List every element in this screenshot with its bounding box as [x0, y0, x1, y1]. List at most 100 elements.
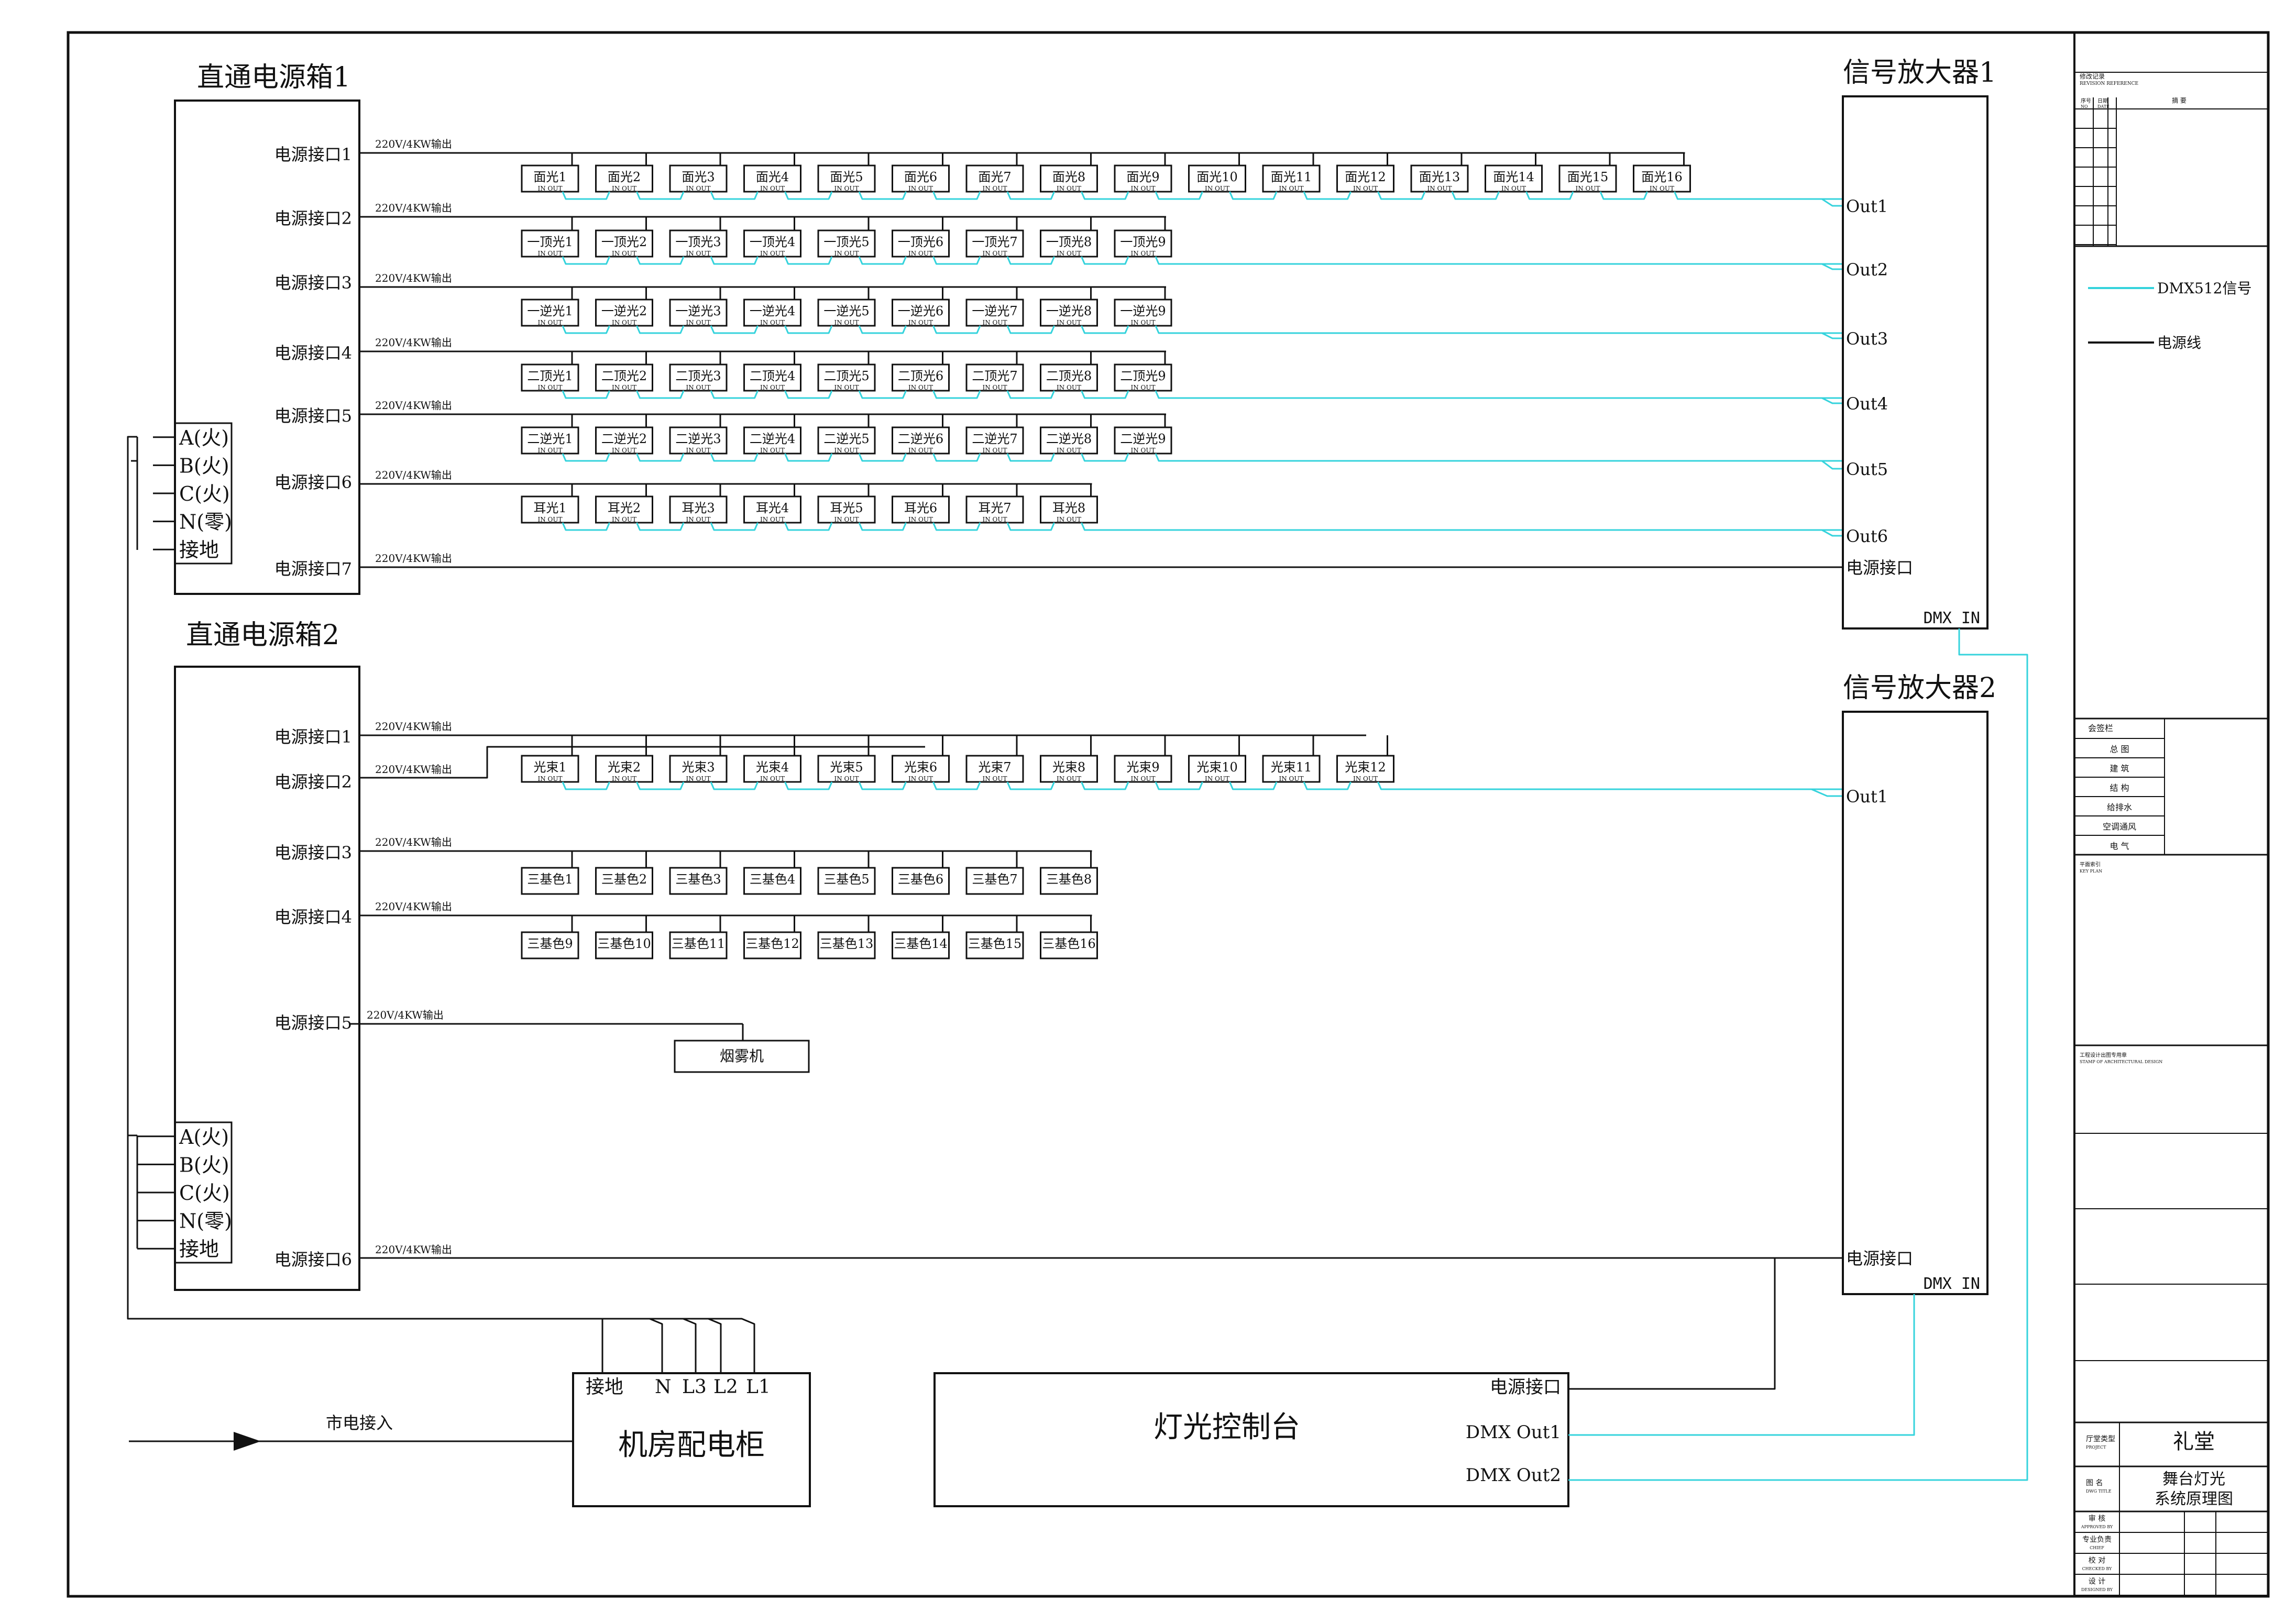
fixture-label: 一逆光7 [972, 304, 1017, 318]
discipline-2: 结 构 [2110, 783, 2129, 793]
dmx-chain [1155, 781, 1203, 790]
amp2-title: 信号放大器2 [1843, 672, 1996, 704]
role-label-en-1: CHIEF [2090, 1545, 2104, 1550]
fixture-box--9-8 [1114, 426, 1172, 455]
box1-outline [174, 100, 360, 595]
box1: 直通电源箱1A(火)B(火)C(火)N(零)接地电源接口1电源接口2电源接口3电… [174, 62, 360, 595]
fixture-box--5-4 [817, 495, 876, 524]
fixture-box--14-5 [892, 931, 950, 959]
fixture-box--5-4 [817, 299, 876, 327]
fixture-box--2-1 [595, 426, 653, 455]
fixture-box--6-5 [892, 495, 950, 524]
fixture-box--4-3 [743, 867, 801, 895]
fixture-label: 一顶光7 [972, 235, 1017, 249]
dmx-chain [858, 325, 907, 334]
dmx-chain [858, 191, 907, 200]
role-label-en-0: APPROVED BY [2081, 1525, 2113, 1529]
box2-outline [174, 666, 360, 1291]
fixture-dmx-io: IN OUT [537, 185, 562, 192]
dmx-chain [1006, 522, 1055, 531]
fixture-box--12-11 [1336, 755, 1394, 783]
fixture-label: 二顶光5 [823, 369, 869, 383]
fixture-box--9-8 [1114, 363, 1172, 392]
role-label-2: 校 对 [2089, 1556, 2105, 1565]
box2-port-5: 电源接口5 [274, 1013, 352, 1033]
dmx-chain [1006, 256, 1055, 265]
legend-dmx-label: DMX512信号 [2157, 280, 2252, 297]
fixture-dmx-io: IN OUT [612, 185, 636, 192]
fixture-dmx-io: IN OUT [686, 319, 710, 326]
fixture-box--9-8 [1114, 229, 1172, 258]
drawing-title-line-2: 系统原理图 [2155, 1490, 2233, 1508]
fixture-dmx-io: IN OUT [834, 250, 859, 257]
fixture-box--6-5 [892, 363, 950, 392]
keyplan-title-en: KEY PLAN [2080, 869, 2102, 874]
fixture-box--2-1 [595, 299, 653, 327]
fixture-label: 二顶光4 [750, 369, 795, 383]
fixture-box--2-1 [595, 867, 653, 895]
fixture-label: 二逆光5 [823, 432, 869, 446]
fixture-box--7-6 [965, 495, 1024, 524]
fixture-dmx-io: IN OUT [1057, 250, 1081, 257]
fixture-box--9-8 [1114, 755, 1172, 783]
fixture-dmx-io: IN OUT [537, 516, 562, 523]
dmx-chain [562, 325, 610, 334]
fixture-box--10-1 [595, 931, 653, 959]
fixture-dmx-io: IN OUT [908, 447, 933, 454]
fixture-box--3-2 [669, 867, 728, 895]
dmx-chain [710, 256, 759, 265]
fixture-box--1-0 [521, 426, 579, 455]
fixture-label: 面光12 [1345, 170, 1386, 184]
output-rating-label: 220V/4KW输出 [367, 1009, 444, 1021]
discipline-0: 总 图 [2110, 744, 2129, 754]
output-rating-label: 220V/4KW输出 [375, 552, 452, 565]
dmx-chain [1081, 191, 1129, 200]
fixture-dmx-io: IN OUT [537, 250, 562, 257]
drawing-title-line-1: 舞台灯光 [2162, 1470, 2225, 1488]
amp1-out-3: Out3 [1846, 329, 1888, 349]
dmx-link-to-amp [1155, 256, 1843, 265]
dmx-chain [636, 325, 685, 334]
dmx-chain [1081, 453, 1129, 462]
dmx-out-tail [1811, 788, 1843, 797]
fixture-label: 光束10 [1196, 760, 1238, 775]
fixture-label: 耳光4 [756, 501, 789, 515]
output-rating-label: 220V/4KW输出 [375, 272, 452, 284]
dmx-chain [636, 781, 685, 790]
stamp-title: 工程设计出图专用章 [2080, 1052, 2127, 1058]
fixture-box--8-7 [1040, 867, 1098, 895]
dmx-link-to-amp [1674, 191, 1843, 200]
revision-title-en: REVISION REFERENCE [2080, 81, 2138, 86]
dmx-chain [562, 256, 610, 265]
fixture-label: 二逆光1 [527, 432, 573, 446]
fixture-box--11-10 [1262, 755, 1321, 783]
fixture-dmx-io: IN OUT [834, 185, 859, 192]
dmx-chain [1006, 453, 1055, 462]
fixture-label: 一逆光8 [1046, 304, 1092, 318]
dmx-chain [932, 390, 981, 399]
dmx-chain [710, 453, 759, 462]
fixture-dmx-io: IN OUT [612, 250, 636, 257]
cabinet-terminal--: 接地 [586, 1376, 623, 1398]
fixture-box--12-3 [743, 931, 801, 959]
dmx-chain [1081, 256, 1129, 265]
fixture-label: 三基色15 [968, 936, 1022, 951]
cabinet-outline [572, 1372, 811, 1507]
box1-phase-3: N(零) [179, 511, 232, 534]
amp1-out-2: Out2 [1846, 260, 1888, 280]
dmx-chain [784, 256, 833, 265]
dmx-out1-link [1568, 1294, 1915, 1436]
power-feed-line-2 [359, 746, 925, 779]
dmx-chain [784, 522, 833, 531]
fixture-box--13-12 [1410, 164, 1469, 193]
drawing-label-en: DWG TITLE [2086, 1489, 2112, 1494]
fixture-label: 三基色6 [898, 872, 943, 887]
fixture-dmx-io: IN OUT [1130, 250, 1155, 257]
amp1-dmx-in: DMX IN [1924, 609, 1980, 627]
cabinet-terminal-n: N [655, 1376, 672, 1398]
fixture-box--4-3 [743, 229, 801, 258]
